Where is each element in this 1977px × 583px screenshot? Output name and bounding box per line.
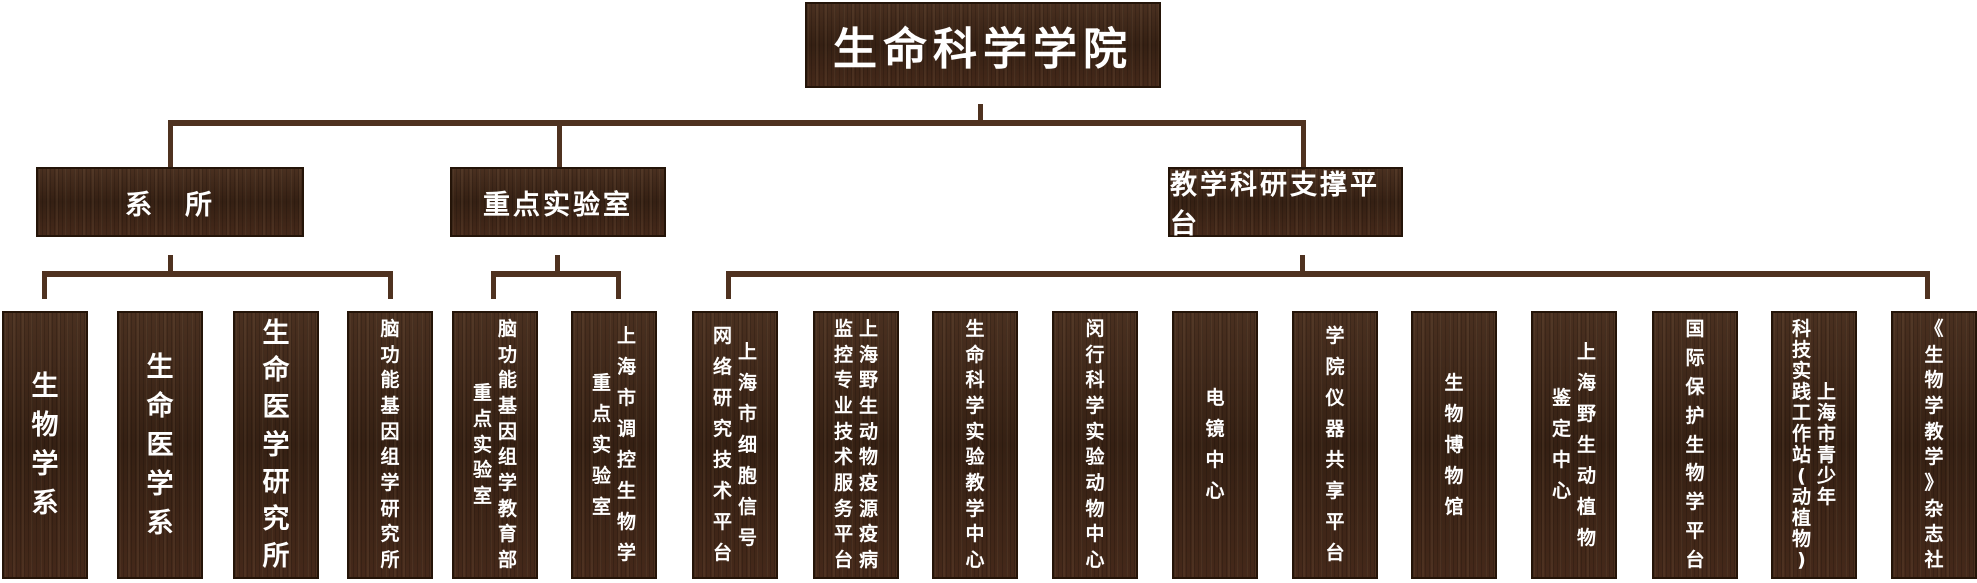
connector-g2-stem	[555, 255, 560, 273]
group-key-labs-label: 重点实验室	[483, 189, 633, 221]
unit-label: 重点实验室	[472, 382, 492, 507]
unit-node: 闵行科学实验动物中心	[1052, 311, 1138, 579]
unit-label: 国际保护生物学平台	[1685, 318, 1705, 571]
connector-g1-stem	[168, 255, 173, 273]
connector-g2-drop-2	[616, 271, 621, 299]
connector-g1-drop-2	[388, 271, 393, 299]
unit-node: 生物博物馆	[1411, 311, 1497, 579]
unit-label: 网络研究技术平台	[712, 325, 732, 564]
unit-label: 上海野生动物疫源疫病	[859, 318, 879, 571]
unit-node: 上海市青少年科技实践工作站(动植物)	[1771, 311, 1857, 579]
connector-g3-drop-1	[726, 271, 731, 299]
group-platforms-label: 教学科研支撑平台	[1170, 170, 1380, 240]
unit-node: 电镜中心	[1172, 311, 1258, 579]
unit-label: 闵行科学实验动物中心	[1085, 318, 1105, 571]
unit-node: 上海市调控生物学重点实验室	[571, 311, 657, 579]
group-key-labs: 重点实验室	[450, 167, 666, 237]
root-node: 生命科学学院	[805, 2, 1161, 88]
unit-node: 学院仪器共享平台	[1292, 311, 1378, 579]
connector-g3-stem	[1300, 255, 1305, 273]
unit-node: 国际保护生物学平台	[1652, 311, 1738, 579]
unit-node: 上海野生动物疫源疫病监控专业技术服务平台	[813, 311, 899, 579]
connector-root-drop-1	[168, 120, 173, 167]
unit-label: 监控专业技术服务平台	[833, 318, 853, 571]
connector-root-bar	[168, 120, 1306, 126]
connector-g1-drop-1	[42, 271, 47, 299]
unit-label: 鉴定中心	[1551, 387, 1571, 502]
unit-label: 重点实验室	[591, 371, 611, 518]
unit-label: 上海野生动植物	[1577, 340, 1597, 549]
root-label: 生命科学学院	[833, 24, 1133, 75]
unit-label: 上海市调控生物学	[617, 325, 637, 564]
unit-label: 上海市青少年	[1817, 381, 1837, 508]
unit-label: 生命科学实验教学中心	[965, 318, 985, 571]
unit-node: 生命医学研究所	[233, 311, 319, 579]
connector-g3-drop-2	[1925, 271, 1930, 299]
unit-node: 《生物学教学》杂志社	[1891, 311, 1977, 579]
unit-label: 上海市细胞信号	[738, 340, 758, 549]
unit-label: 脑功能基因组学教育部	[498, 318, 518, 571]
unit-label: 生命医学系	[146, 351, 174, 539]
group-departments: 系 所	[36, 167, 304, 237]
unit-node: 生物学系	[2, 311, 88, 579]
connector-g1-bar	[42, 271, 393, 277]
unit-label: 科技实践工作站(动植物)	[1791, 318, 1811, 571]
unit-node: 脑功能基因组学研究所	[347, 311, 433, 579]
unit-label: 电镜中心	[1205, 387, 1225, 502]
group-departments-label: 系 所	[125, 189, 215, 221]
unit-node: 脑功能基因组学教育部重点实验室	[452, 311, 538, 579]
unit-label: 生物学系	[31, 371, 59, 519]
group-platforms: 教学科研支撑平台	[1168, 167, 1403, 240]
unit-label: 生命医学研究所	[262, 318, 290, 572]
unit-label: 学院仪器共享平台	[1325, 325, 1345, 564]
unit-label: 生物博物馆	[1444, 371, 1464, 518]
connector-root-drop-2	[557, 120, 562, 167]
unit-node: 生命医学系	[117, 311, 203, 579]
connector-g3-bar	[726, 271, 1930, 277]
connector-g2-drop-1	[491, 271, 496, 299]
connector-root-drop-3	[1301, 120, 1306, 167]
unit-node: 上海野生动植物鉴定中心	[1531, 311, 1617, 579]
unit-node: 生命科学实验教学中心	[932, 311, 1018, 579]
unit-label: 《生物学教学》杂志社	[1924, 318, 1944, 571]
connector-g2-bar	[491, 271, 621, 277]
unit-label: 脑功能基因组学研究所	[380, 318, 400, 571]
unit-node: 上海市细胞信号网络研究技术平台	[692, 311, 778, 579]
connector-root-stem	[978, 104, 983, 122]
